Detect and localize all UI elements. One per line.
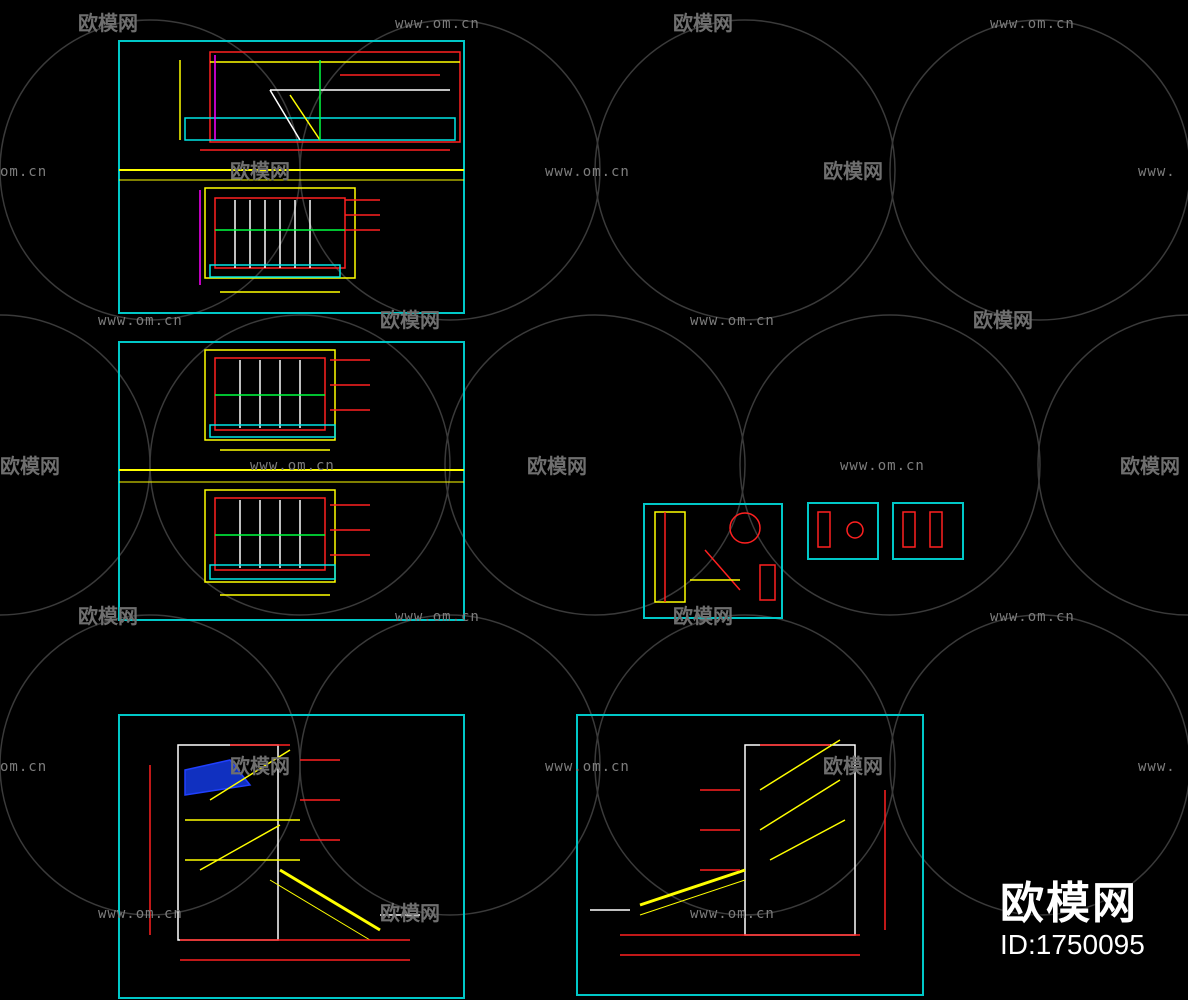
watermark-brand: 欧模网 <box>823 159 883 183</box>
badge-brand: 欧模网 <box>1000 879 1138 928</box>
watermark-site-fragment: www. <box>1138 759 1176 775</box>
watermark-brand: 欧模网 <box>230 754 290 778</box>
drawing-sheet-7[interactable] <box>576 714 924 996</box>
watermark-site: www.om.cn <box>840 458 925 474</box>
watermark-site: www.om.cn <box>250 458 335 474</box>
watermark-site: www.om.cn <box>990 16 1075 32</box>
watermark-brand: 欧模网 <box>380 308 440 332</box>
watermark-brand: 欧模网 <box>380 901 440 925</box>
watermark-site: www.om.cn <box>395 609 480 625</box>
watermark-site: www.om.cn <box>98 313 183 329</box>
watermark-brand: 欧模网 <box>823 754 883 778</box>
id-badge: 欧模网 ID:1750095 <box>1000 880 1160 962</box>
drawing-sheet-4[interactable] <box>807 502 879 560</box>
watermark-brand: 欧模网 <box>527 454 587 478</box>
drawing-sheet-6[interactable] <box>118 714 465 999</box>
watermark-site: www.om.cn <box>690 906 775 922</box>
watermark-brand: 欧模网 <box>673 604 733 628</box>
badge-id: ID:1750095 <box>1000 929 1145 960</box>
watermark-site: www.om.cn <box>690 313 775 329</box>
watermark-brand: 欧模网 <box>78 11 138 35</box>
watermark-site-fragment: om.cn <box>0 164 47 180</box>
watermark-brand-fragment: 欧模网 <box>1120 454 1180 478</box>
watermark-brand: 欧模网 <box>973 308 1033 332</box>
watermark-site: www.om.cn <box>395 16 480 32</box>
watermark-site-fragment: www. <box>1138 164 1176 180</box>
drawing-sheet-2[interactable] <box>118 341 465 621</box>
watermarks: 欧模网 www.om.cn 欧模网 www.om.cn om.cn 欧模网 ww… <box>0 11 1180 925</box>
watermark-brand: 欧模网 <box>673 11 733 35</box>
watermark-site-fragment: om.cn <box>0 759 47 775</box>
watermark-brand: 欧模网 <box>230 159 290 183</box>
watermark-site: www.om.cn <box>545 164 630 180</box>
drawing-sheet-5[interactable] <box>892 502 964 560</box>
watermark-site: www.om.cn <box>990 609 1075 625</box>
watermark-brand-fragment: 欧模网 <box>0 454 60 478</box>
watermark-brand: 欧模网 <box>78 604 138 628</box>
drawing-sheet-3[interactable] <box>643 503 783 619</box>
watermark-site: www.om.cn <box>545 759 630 775</box>
drawing-sheet-1[interactable] <box>118 40 465 314</box>
watermark-site: www.om.cn <box>98 906 183 922</box>
